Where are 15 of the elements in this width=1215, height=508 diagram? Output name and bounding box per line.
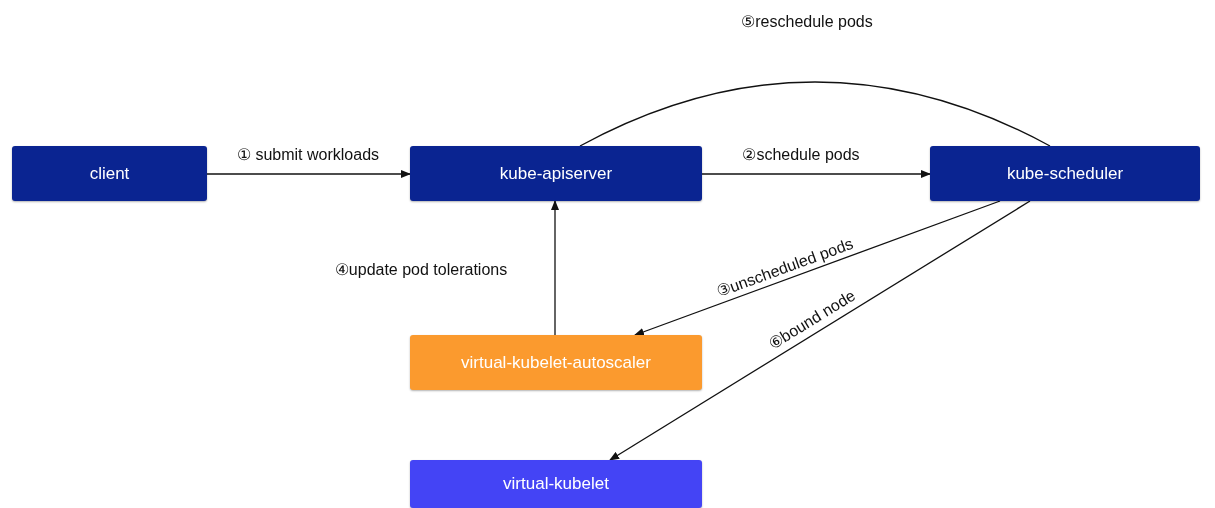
arrow — [634, 200, 1001, 336]
box-label: virtual-kubelet — [503, 473, 609, 496]
box-label: client — [89, 162, 130, 185]
process-box — [12, 146, 207, 201]
arrow — [609, 200, 1031, 461]
arrow — [551, 200, 559, 336]
arrow — [206, 170, 411, 178]
box-label: virtual-kubelet-autoscaler — [461, 351, 651, 374]
box-label: kube-apiserver — [499, 162, 613, 185]
process-box — [410, 460, 702, 508]
box-label: kube-scheduler — [1006, 162, 1124, 185]
process-box — [930, 146, 1200, 201]
process-box — [410, 335, 702, 390]
arrow — [701, 170, 931, 178]
process-box — [410, 146, 702, 201]
